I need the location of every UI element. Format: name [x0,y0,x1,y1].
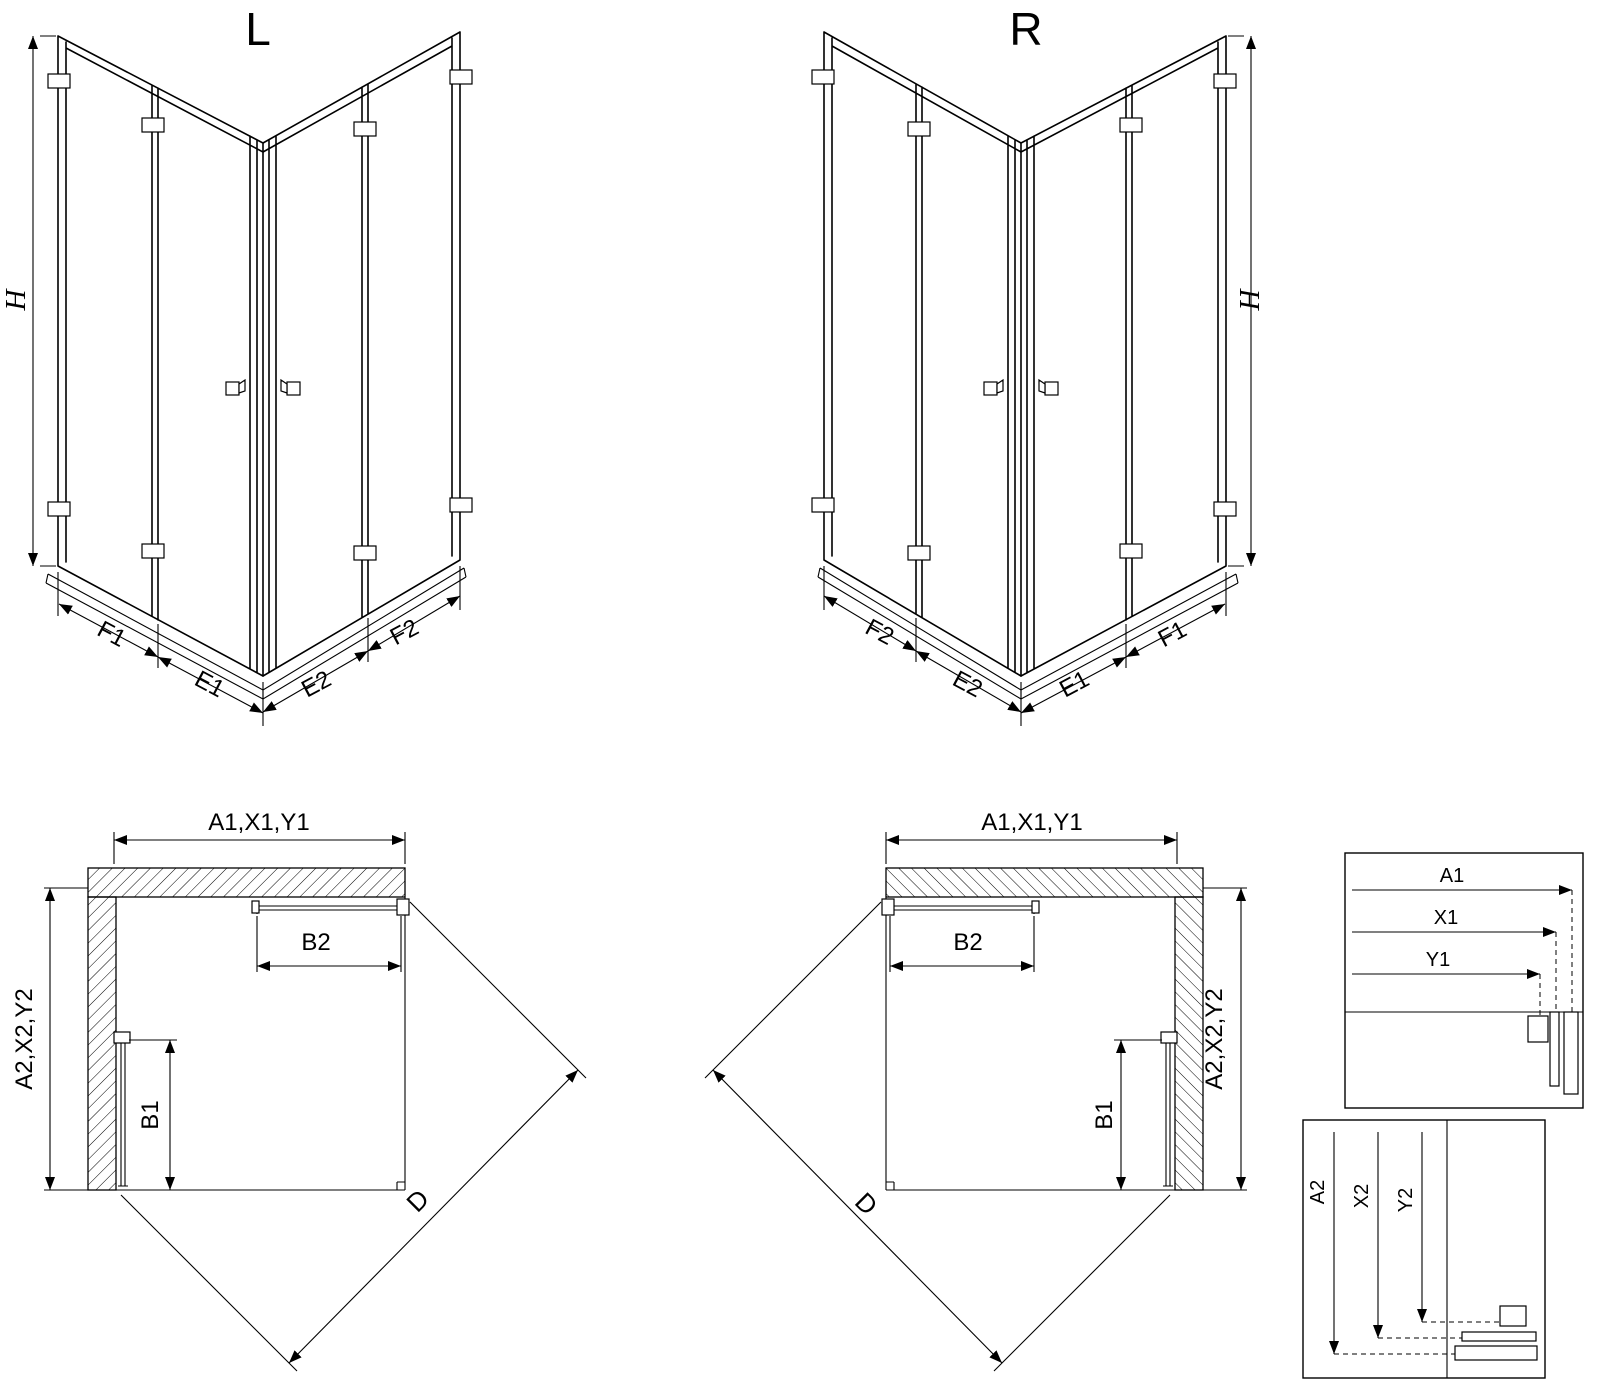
iso-left-dim-e2: E2 [297,666,336,704]
plan-view-right: A1,X1,Y1 A2,X2,Y2 B2 B1 D [705,809,1247,1371]
iso-view-right: R H F2 E2 E1 F1 [812,3,1266,726]
detail-bottom-dim-y2: Y2 [1395,1188,1417,1212]
iso-left-dim-f1: F1 [93,616,130,653]
iso-left-title: L [245,3,271,55]
detail-top-dim-x1: X1 [1434,907,1458,929]
detail-view-top: A1 X1 Y1 [1344,852,1584,1109]
plan-view-left: A1,X1,Y1 A2,X2,Y2 B2 B1 D [11,809,586,1371]
plan-left-door-top-label: B2 [301,929,330,956]
iso-left-dim-f2: F2 [386,614,423,651]
plan-structure-right [705,832,1247,1371]
detail-bottom-dim-x2: X2 [1351,1184,1373,1208]
iso-right-dim-e2: E2 [948,666,987,704]
iso-left-height-label: H [0,287,32,311]
iso-right-dim-e1: E1 [1055,666,1094,704]
detail-top-dim-y1: Y1 [1426,949,1450,971]
plan-left-door-side-label: B1 [137,1100,164,1129]
plan-structure-left [44,832,586,1371]
iso-right-height-label: H [1234,287,1266,311]
plan-right-diagonal-label: D [849,1186,883,1220]
plan-left-width-label: A1,X1,Y1 [208,809,309,836]
detail-top-dim-a1: A1 [1440,865,1464,887]
iso-right-dim-f1: F1 [1154,616,1191,653]
plan-left-depth-label: A2,X2,Y2 [11,988,38,1089]
detail-bottom-frame [1302,1119,1546,1379]
plan-right-door-top-label: B2 [953,929,982,956]
detail-view-bottom: A2 X2 Y2 [1302,1119,1546,1379]
iso-view-left: L H F1 E1 E2 F2 [0,3,472,726]
plan-right-depth-label: A2,X2,Y2 [1201,988,1228,1089]
plan-right-door-side-label: B1 [1091,1100,1118,1129]
iso-left-dim-e1: E1 [190,666,229,704]
detail-bottom-dim-a2: A2 [1307,1180,1329,1204]
detail-top-frame [1344,852,1584,1109]
plan-left-diagonal-label: D [400,1183,434,1217]
plan-right-width-label: A1,X1,Y1 [981,809,1082,836]
iso-right-title: R [1009,3,1042,55]
iso-right-dim-f2: F2 [861,614,898,651]
